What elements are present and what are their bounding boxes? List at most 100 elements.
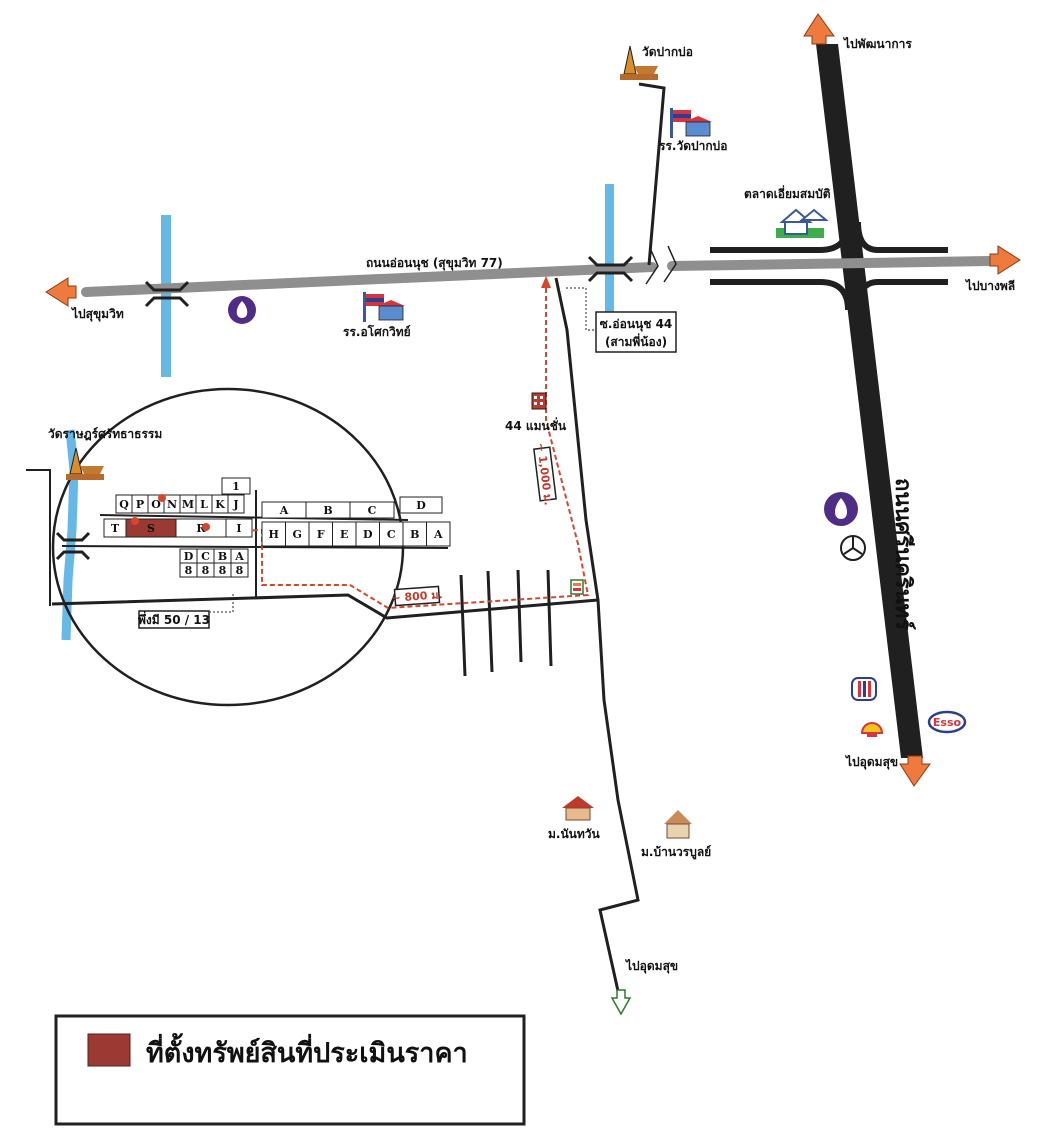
interchange [710,221,948,311]
distance-1000-box: ~ 1,000 ม. [533,442,557,506]
unit-cell: F [308,521,333,547]
unit-cell-label: B [323,504,332,517]
unit-cell-label: I [236,522,241,535]
unit-cell: B [213,548,232,564]
to-udomsuk-east-label: ไปอุดมสุข [844,754,898,770]
unit-cell-label: 8 [185,564,193,577]
distance-800-box: ~ 800 ม. [391,585,443,607]
unit-cell-label: C [368,504,377,517]
to-udomsuk-south-label: ไปอุดมสุข [624,958,678,974]
unit-cell-label: D [416,499,426,512]
route-arrow-head [541,276,551,288]
unit-cell: C [349,501,395,519]
wat-pak-bo-label: วัดปากบ่อ [642,45,693,59]
esso-icon: Esso [927,710,967,734]
unit-cell: K [211,494,229,514]
arrow-to-sukhumvit [45,277,77,307]
school-icon [670,108,712,138]
house-number-box: พึ่งมี 50 / 13 [138,610,210,629]
unit-cell-label: F [317,528,325,541]
unit-cell-label: D [363,528,373,541]
unit-cell: D [355,521,380,547]
river-west [161,215,171,377]
bridge-west [144,280,190,308]
mansion-icon [531,392,547,410]
bank-icon [228,296,256,324]
unit-cell-label: A [234,550,244,563]
inner-road-temple [26,469,51,606]
unit-cell: T [103,518,127,538]
bridge-south [55,531,91,561]
unit-cell-label: N [167,498,177,511]
bank-icon [824,492,858,526]
unit-cell-label: M [182,498,194,511]
route-marker [131,517,139,525]
house-icon [562,796,594,821]
unit-cell-label: C [201,550,210,563]
side-lane [51,593,599,620]
unit-cell: C [196,548,215,564]
unit-cell: 8 [179,562,198,578]
unit-cell-label: 8 [219,564,227,577]
school-asok-label: รร.อโศกวิทย์ [343,324,411,339]
unit-cell: J [227,494,245,514]
inner-road-top [99,514,409,521]
unit-cell-label: B [218,550,227,563]
unit-cell: D [399,496,443,514]
unit-cell-label: G [293,528,302,541]
route-path [169,280,590,610]
unit-cell-label: D [184,550,194,563]
srinakarin-road [816,44,923,758]
school-icon [363,292,405,322]
esso-label: Esso [933,716,962,729]
river-east [605,184,614,314]
unit-cell: D [179,548,198,564]
unit-cell: B [402,521,427,547]
unit-cell: G [285,521,310,547]
unit-cell: L [195,494,213,514]
to-bangphli-label: ไปบางพลี [964,278,1015,293]
unit-cell: 8 [196,562,215,578]
school-wat-pak-bo-label: รร.วัดปากบ่อ [659,139,727,153]
unit-cell: R [175,518,227,538]
bridge-east [587,255,634,283]
unit-cell: A [426,521,451,547]
unit-cell-label: P [136,498,144,511]
unit-cell: A [261,501,307,519]
route-marker [202,523,210,531]
unit-cell: N [163,494,181,514]
unit-cell-label: 8 [202,564,210,577]
arrow-to-udomsuk-south [610,989,632,1016]
legend: ที่ตั้งทรัพย์สินที่ประเมินราคา [54,1014,526,1126]
unit-cell-label: 8 [236,564,244,577]
shell-icon [860,722,884,737]
unit-cell: M [179,494,197,514]
temple-left-label: วัดราษฎร์ศรัทธาธรรม [48,427,162,441]
unit-cell-label: O [151,498,161,511]
unit-cell: 1 [221,477,251,495]
village1-label: ม.นันทวัน [548,827,601,841]
fuel-station-icon [851,677,877,701]
road-break-symbol [645,245,677,285]
arrow-to-phatthanakan [803,13,835,45]
market-icon [776,208,829,238]
vertical-lanes [459,569,553,677]
unit-cell-label: 1 [232,480,240,493]
unit-cell-label: Q [119,498,129,511]
soi-callout-line [566,287,596,331]
unit-cell: 8 [230,562,249,578]
unit-cell-label: A [279,504,289,517]
convenience-store-icon [570,579,584,595]
unit-cell-label: C [387,528,396,541]
unit-cell: 8 [213,562,232,578]
market-label: ตลาดเอี่ยมสมบัติ [744,185,831,201]
unit-cell-label: T [111,522,120,535]
arrow-to-udomsuk-east [899,755,931,787]
unit-cell: P [131,494,149,514]
unit-cell-label: B [410,528,419,541]
temple-icon [66,447,104,480]
unit-cell-label: E [340,528,348,541]
unit-cell-label: A [433,528,443,541]
